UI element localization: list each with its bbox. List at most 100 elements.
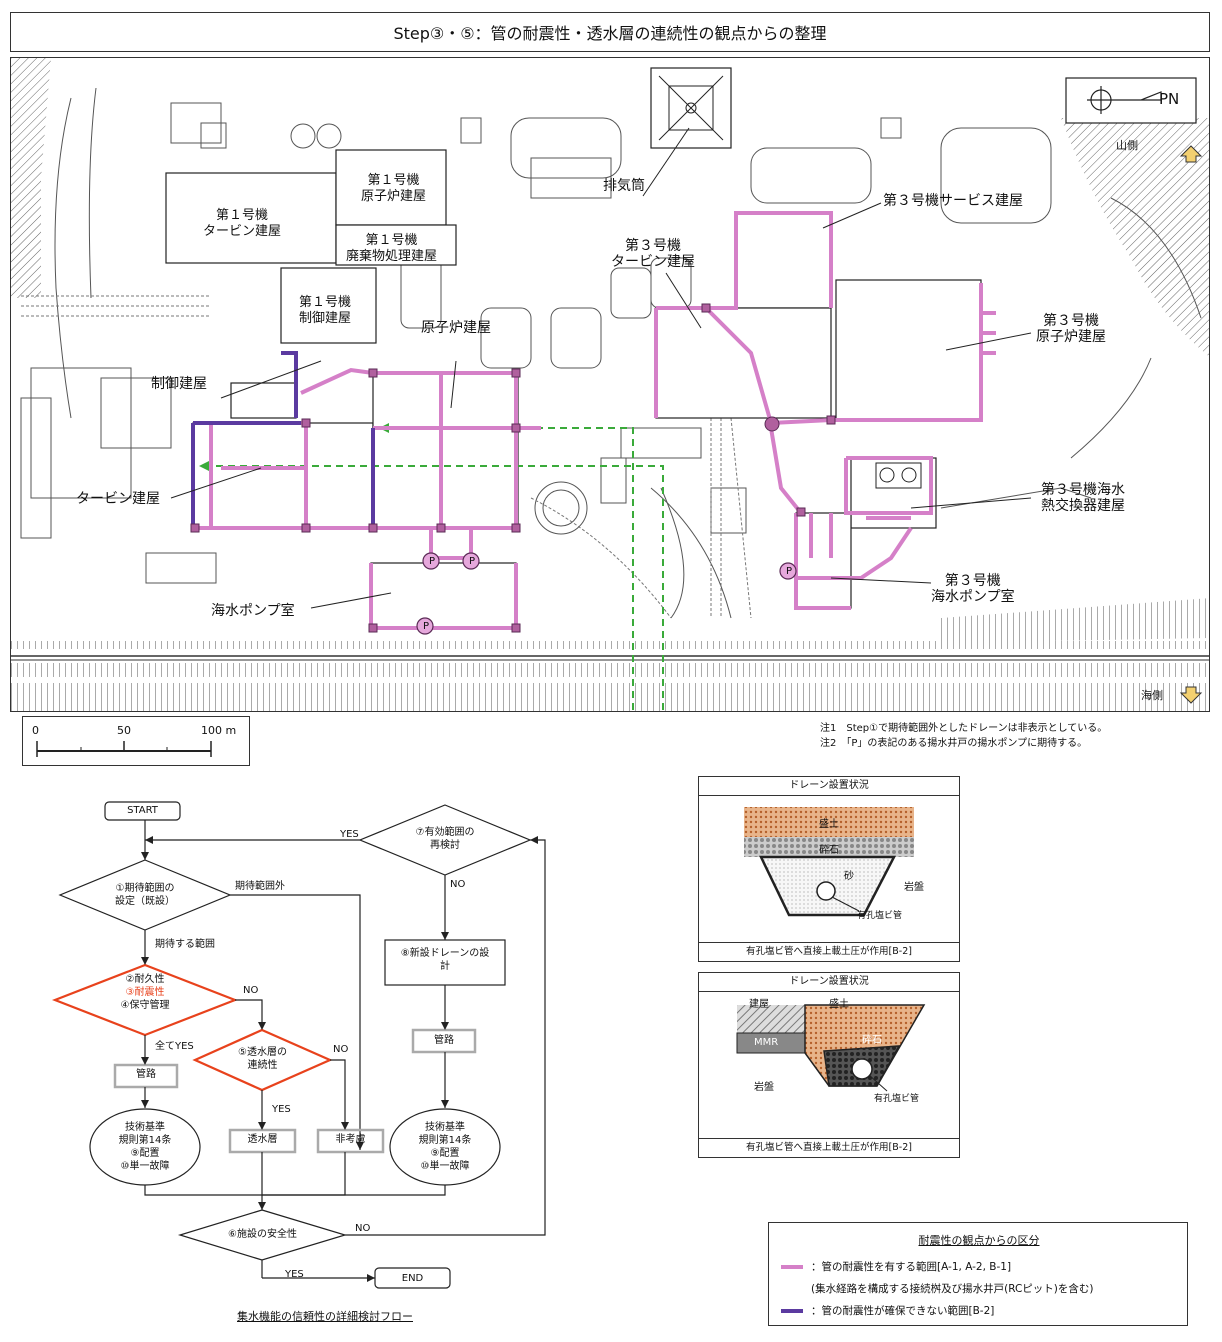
flow-no-4: NO: [450, 879, 466, 890]
site-map-drawing: [11, 58, 1209, 711]
road-outline: [1070, 357, 1152, 459]
turbine-building-box: [192, 422, 374, 529]
u3-turbine-label: 第３号機 タービン建屋: [611, 238, 695, 270]
drain-panel-2-caption: 有孔塩ビ管へ直接上載土圧が作用[B-2]: [699, 1138, 959, 1157]
u3-pump-room-label: 第３号機 海水ポンプ室: [931, 573, 1015, 605]
flow-pipe-2: 管路: [434, 1035, 454, 1046]
legend-item-2: ：管の耐震性が確保できない範囲[B-2]: [781, 1303, 994, 1318]
structure-outline: [460, 117, 482, 144]
drain-pipe: [844, 456, 933, 515]
u1-reactor-label: 第１号機 原子炉建屋: [361, 173, 427, 204]
flow-pipe-1: 管路: [136, 1069, 156, 1080]
pump-well: [416, 617, 434, 635]
scale-tick-100: 100 m: [201, 724, 237, 737]
tech-std-ellipse-2: [389, 1108, 501, 1186]
flow-tech-std-2: 技術基準 規則第14条 ⑨配置 ⑩単一故障: [418, 1122, 472, 1172]
junction-box: [511, 623, 521, 633]
structure-outline: [200, 122, 227, 149]
drain-panel-2-title: ドレーン設置状況: [699, 973, 959, 992]
structure-outline: [100, 377, 172, 449]
pump-mark: P: [468, 556, 476, 567]
control-building-label: 制御建屋: [151, 376, 207, 392]
structure-outline: [710, 487, 747, 534]
structure-outline: [530, 157, 612, 199]
legend-item-1: ：管の耐震性を有する範囲[A-1, A-2, B-1]: [781, 1259, 1011, 1274]
structure-outline: [620, 427, 702, 459]
road-outline: [750, 147, 872, 204]
flow-step2-b: ③耐震性: [125, 987, 165, 998]
structure-outline: [20, 397, 52, 539]
purple-line-swatch: [781, 1308, 803, 1313]
p2-pipe-label: 有孔塩ビ管: [874, 1094, 920, 1104]
hx-tank: [901, 467, 917, 483]
road-outline: [550, 307, 602, 369]
structure-outline: [600, 457, 627, 504]
flow-step1: ①期待範囲の 設定（既設）: [115, 883, 175, 907]
p1-gravel-label: 砕石: [819, 845, 839, 856]
hatched-slope: [941, 598, 1209, 643]
flow-yes-3: YES: [340, 829, 359, 840]
exhaust-stack-label: 排気筒: [603, 178, 645, 194]
u1-turbine-label: 第１号機 タービン建屋: [203, 208, 282, 239]
leader-line: [910, 497, 1032, 509]
leader-line: [642, 127, 690, 197]
flow-step2-c: ④保守管理: [120, 1000, 170, 1011]
flowchart-lines: [51, 801, 546, 1289]
p1-sand-label: 砂: [844, 871, 854, 882]
hatched-slope: [11, 663, 1209, 677]
road-outline: [660, 487, 685, 619]
hx-tank: [879, 467, 895, 483]
pipe-box-1: [113, 1063, 179, 1089]
junction-box: [190, 523, 200, 533]
reactor-building-box: [372, 372, 519, 529]
pipe-icon: [851, 1058, 873, 1080]
sea-side-arrow-icon: [1179, 686, 1203, 704]
u3-reactor-label: 第３号機 原子炉建屋: [1036, 313, 1106, 345]
leader-line: [945, 332, 1032, 351]
hatched-slope: [1061, 118, 1209, 357]
u3-service-label: 第３号機サービス建屋: [883, 193, 1023, 209]
pump-mark: P: [428, 556, 436, 567]
leader-line: [170, 467, 262, 499]
u3-pump-room: [795, 512, 852, 609]
flow-expected-range: 期待する範囲: [155, 939, 215, 950]
flow-step2-a: ②耐久性: [125, 974, 165, 985]
pump-well: [422, 552, 440, 570]
pump-mark: P: [422, 621, 430, 632]
junction-box: [368, 623, 378, 633]
pump-mark: P: [785, 566, 793, 577]
pipe-box-2: [411, 1028, 477, 1054]
drain-pipe: [796, 526, 913, 580]
leader-line: [665, 272, 702, 329]
u3-service-building: [735, 212, 832, 309]
leader-line: [450, 360, 457, 409]
junction-box: [368, 523, 378, 533]
control-building-box: [230, 382, 297, 419]
legend: 耐震性の観点からの区分 ：管の耐震性を有する範囲[A-1, A-2, B-1] …: [768, 1222, 1188, 1326]
junction-box: [301, 418, 311, 428]
scale-bar: 0 50 100 m: [22, 716, 250, 766]
road-outline: [650, 487, 732, 619]
flow-no-3: NO: [355, 1223, 371, 1234]
hatched-slope: [11, 641, 1209, 649]
u3-reactor-building: [835, 279, 982, 421]
flow-step5: ⑤透水層の 連続性: [238, 1047, 287, 1071]
u1-control-label: 第１号機 制御建屋: [299, 295, 352, 326]
flow-no-1: NO: [243, 985, 259, 996]
b2-drain-pipe: [281, 351, 298, 418]
structure-outline: [30, 367, 132, 499]
flow-permeable: 透水層: [247, 1134, 278, 1145]
drain-route-line: [201, 465, 664, 711]
scale-tick-0: 0: [32, 724, 39, 737]
flow-step8: ⑧新設ドレーンの設 計: [400, 948, 490, 972]
structure-outline: [145, 552, 217, 584]
flow-yes-2: YES: [285, 1269, 304, 1280]
drain-pipe: [300, 367, 374, 395]
flow-all-yes: 全てYES: [155, 1041, 194, 1052]
seawater-pump-room-box: [370, 562, 517, 629]
road-outline: [940, 487, 1092, 509]
junction-box: [368, 368, 378, 378]
mountain-side-label: 山側: [1116, 139, 1138, 152]
junction-box: [511, 523, 521, 533]
tank-outline: [316, 123, 342, 149]
